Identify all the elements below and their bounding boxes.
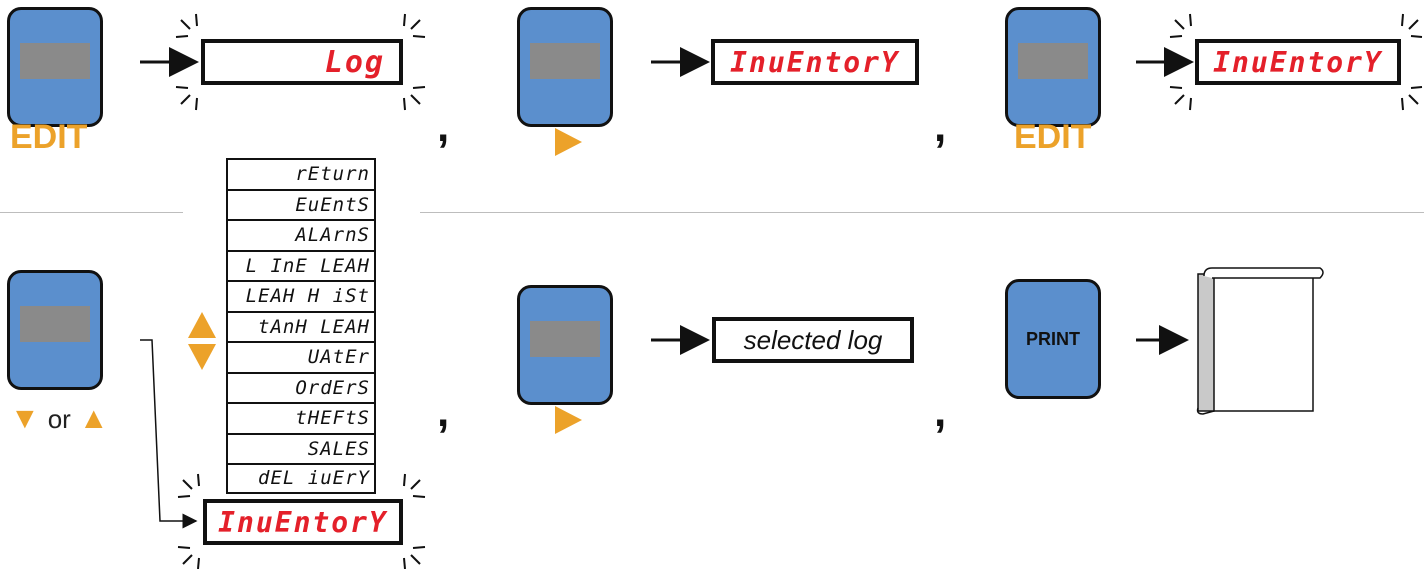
divider xyxy=(420,212,1424,213)
menu-item: SALES xyxy=(226,432,376,463)
display-selected-log: selected log xyxy=(712,317,914,363)
menu-item: UAtEr xyxy=(226,341,376,372)
flash-icon xyxy=(177,473,426,569)
down-arrow-icon: ▼ xyxy=(10,402,40,435)
menu-item: ALArnS xyxy=(226,219,376,250)
divider xyxy=(0,212,183,213)
display-text: InuEntorY xyxy=(730,45,900,79)
display-text: Log xyxy=(324,44,385,80)
scroll-caption: ▼ or ▲ xyxy=(10,402,109,436)
separator-comma: , xyxy=(437,102,450,151)
connector-line xyxy=(140,339,198,529)
scroll-key[interactable] xyxy=(7,270,103,390)
display-inventory: InuEntorY xyxy=(711,39,919,85)
edit-key[interactable] xyxy=(7,7,103,127)
or-label: or xyxy=(47,403,71,434)
display-text: InuEntorY xyxy=(1213,45,1383,79)
edit-caption: EDIT xyxy=(10,118,88,156)
edit-caption: EDIT xyxy=(1014,118,1092,156)
right-arrow-key[interactable] xyxy=(517,285,613,405)
separator-comma: , xyxy=(437,387,450,436)
right-arrow-icon xyxy=(555,406,582,434)
right-arrow-key[interactable] xyxy=(517,7,613,127)
display-text: selected log xyxy=(743,324,883,355)
log-menu: rEturn EuEntS ALArnS L InE LEAH LEAH H i… xyxy=(226,158,376,494)
menu-item: LEAH H iSt xyxy=(226,280,376,311)
display-inventory-flashing: InuEntorY xyxy=(1195,39,1401,85)
menu-item: EuEntS xyxy=(226,188,376,219)
flash-icon xyxy=(175,13,426,111)
menu-item: dEL iuErY xyxy=(226,463,376,494)
up-arrow-icon xyxy=(188,312,216,338)
print-key-label: PRINT xyxy=(1026,328,1080,349)
display-text: InuEntorY xyxy=(218,505,388,539)
printout-icon xyxy=(1196,267,1324,415)
menu-item: OrdErS xyxy=(226,371,376,402)
menu-item: rEturn xyxy=(226,158,376,189)
down-arrow-icon xyxy=(188,344,216,370)
menu-item: tHEFtS xyxy=(226,402,376,433)
display-log: Log xyxy=(201,39,403,85)
separator-comma: , xyxy=(934,102,947,151)
flash-icon xyxy=(1169,13,1423,111)
print-key[interactable]: PRINT xyxy=(1005,279,1101,399)
up-arrow-icon: ▲ xyxy=(78,402,109,435)
menu-item: L InE LEAH xyxy=(226,249,376,280)
display-selected-inventory: InuEntorY xyxy=(203,499,403,545)
right-arrow-icon xyxy=(555,128,582,156)
menu-item: tAnH LEAH xyxy=(226,310,376,341)
edit-key[interactable] xyxy=(1005,7,1101,127)
separator-comma: , xyxy=(934,387,947,436)
